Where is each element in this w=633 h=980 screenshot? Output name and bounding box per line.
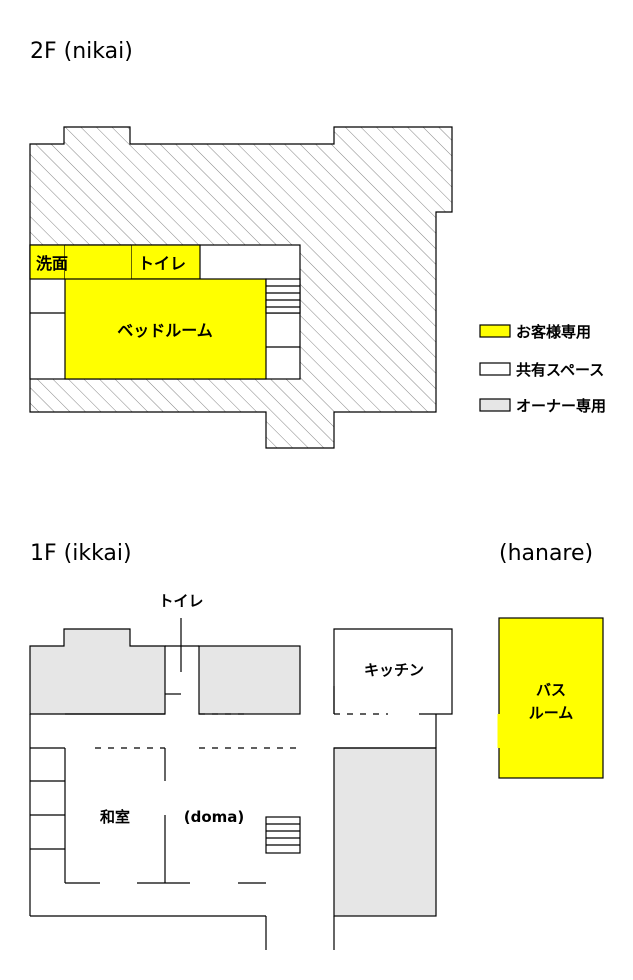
legend-swatch-owner	[479, 398, 511, 412]
washroom-area	[29, 244, 66, 280]
room-label-washitsu: 和室	[100, 808, 130, 826]
floor-1f-plan: トイレ キッチン 和室 (doma)	[29, 592, 453, 950]
heading-annex: (hanare)	[499, 541, 593, 566]
stairs-2f	[265, 278, 301, 314]
room-label-washroom: 洗面	[36, 254, 68, 273]
legend: お客様専用 共有スペース オーナー専用	[479, 323, 606, 415]
annex-bathroom: バス ルーム	[497, 617, 604, 779]
corridor-2f-area	[65, 245, 131, 279]
owner-room-right	[333, 747, 437, 917]
room-label-kitchen: キッチン	[364, 661, 424, 679]
bedroom-area	[64, 278, 267, 380]
room-label-bath-line1: バス	[536, 681, 566, 699]
room-label-toilet-1f: トイレ	[158, 592, 203, 610]
stairs-1f	[265, 816, 301, 854]
room-label-bath-line2: ルーム	[529, 704, 574, 722]
legend-label-guest: お客様専用	[516, 323, 591, 341]
toilet-2f-area	[130, 244, 201, 280]
legend-label-shared: 共有スペース	[516, 361, 604, 379]
floor-2f-plan: 洗面 トイレ ベッドルーム	[29, 126, 453, 449]
owner-room-left	[29, 628, 166, 715]
owner-room-middle	[198, 645, 301, 715]
legend-label-owner: オーナー専用	[516, 397, 606, 415]
room-label-toilet-2f: トイレ	[138, 254, 186, 273]
room-label-doma: (doma)	[184, 808, 245, 826]
heading-2f: 2F (nikai)	[30, 39, 133, 64]
legend-swatch-guest	[479, 324, 511, 338]
legend-swatch-shared	[479, 362, 511, 376]
heading-1f: 1F (ikkai)	[30, 541, 132, 566]
room-label-bedroom: ベッドルーム	[117, 321, 213, 340]
